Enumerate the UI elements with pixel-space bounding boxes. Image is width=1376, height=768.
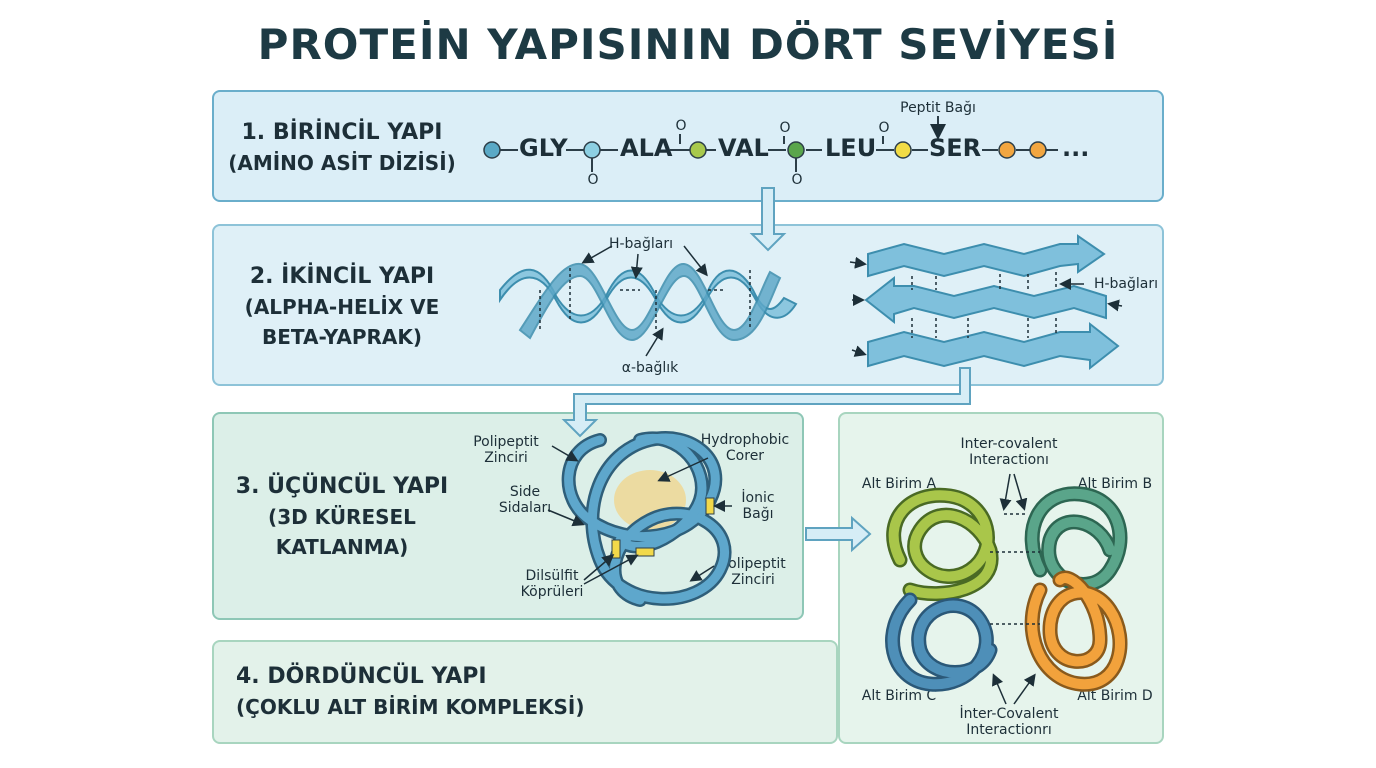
subunit-b bbox=[1024, 486, 1128, 592]
helix-label-arrows bbox=[581, 245, 708, 357]
residue-circle-4 bbox=[787, 141, 805, 159]
amino-acid-circles bbox=[483, 141, 1047, 159]
quaternary-label-arrows bbox=[992, 473, 1036, 705]
sheet-direction-arrows bbox=[849, 256, 1123, 357]
sheet-hbond-lines bbox=[911, 272, 1057, 338]
residue-circle-2 bbox=[583, 141, 601, 159]
subunit-d bbox=[1024, 570, 1128, 692]
tertiary-chain-fill bbox=[564, 433, 730, 605]
sequence-ellipsis: ... bbox=[1062, 134, 1090, 162]
flow-arrows bbox=[561, 187, 971, 553]
subunit-c bbox=[885, 592, 998, 692]
primary-heading-block: 1. BİRİNCİL YAPI (AMİNO ASİT DİZİSİ) bbox=[222, 118, 462, 178]
peptide-bond-label: Peptit Bağı bbox=[900, 100, 976, 116]
tertiary-subheading-1: (3D KÜRESEL bbox=[268, 505, 416, 529]
subunit-a bbox=[886, 487, 999, 602]
secondary-heading-block: 2. İKİNCİL YAPI (ALPHA-HELİX VE BETA-YAP… bbox=[222, 262, 462, 352]
tertiary-label-arrows bbox=[547, 445, 732, 585]
subunit-c-label: Alt Birim C bbox=[861, 688, 937, 704]
beta-sheet bbox=[864, 234, 1120, 371]
secondary-subheading-2: BETA-YAPRAK) bbox=[261, 325, 423, 349]
amino-acid-gly: GLY bbox=[519, 134, 568, 162]
oxygen-label-1: O bbox=[587, 172, 599, 188]
beta-strand-1 bbox=[867, 234, 1106, 278]
tertiary-subheading-2: KATLANMA) bbox=[275, 535, 409, 559]
alpha-bond-label: α-bağlık bbox=[621, 360, 679, 376]
disulfide-bridges-label: Dilsülfit Köprüleri bbox=[520, 568, 584, 600]
residue-circle-3 bbox=[689, 141, 707, 159]
top-interaction-label: Inter-covalent Interactionı bbox=[960, 436, 1058, 468]
side-chains-label: Side Sidaları bbox=[498, 484, 552, 516]
subunit-b-label: Alt Birim B bbox=[1077, 476, 1153, 492]
sheet-hbond-label: H-bağları bbox=[1093, 276, 1159, 292]
oxygen-label-4: O bbox=[791, 172, 803, 188]
residue-circle-6 bbox=[998, 141, 1016, 159]
primary-heading: 1. BİRİNCİL YAPI bbox=[241, 120, 443, 145]
tertiary-heading-block: 3. ÜÇÜNCÜL YAPI (3D KÜRESEL KATLANMA) bbox=[222, 472, 462, 562]
oxygen-label-3: O bbox=[779, 120, 791, 136]
arrow-secondary-to-tertiary bbox=[561, 367, 971, 438]
amino-acid-ala: ALA bbox=[620, 134, 673, 162]
polypeptide-bottom-label: Polipeptit Zinciri bbox=[720, 556, 786, 588]
arrow-tertiary-to-quaternary bbox=[805, 515, 872, 553]
subunit-interaction-lines bbox=[990, 513, 1040, 625]
page-title: PROTEİN YAPISININ DÖRT SEVİYESİ bbox=[257, 20, 1119, 69]
amino-acid-val: VAL bbox=[718, 134, 769, 162]
arrow-primary-to-secondary bbox=[749, 187, 787, 252]
tertiary-heading: 3. ÜÇÜNCÜL YAPI bbox=[235, 474, 449, 499]
primary-subheading: (AMİNO ASİT DİZİSİ) bbox=[228, 151, 456, 175]
secondary-heading: 2. İKİNCİL YAPI bbox=[249, 264, 435, 289]
quaternary-structure-panel bbox=[212, 640, 838, 744]
residue-circle-7 bbox=[1029, 141, 1047, 159]
polypeptide-top-label: Polipeptit Zinciri bbox=[473, 434, 539, 466]
quaternary-subheading: (ÇOKLU ALT BİRİM KOMPLEKSİ) bbox=[236, 695, 585, 719]
disulfide-markers bbox=[611, 497, 715, 559]
oxygen-label-5: O bbox=[878, 120, 890, 136]
oxygen-label-2: O bbox=[675, 118, 687, 134]
ionic-bond-label: İonic Bağı bbox=[741, 490, 775, 522]
disulfide-bond-1 bbox=[611, 539, 621, 559]
quaternary-heading-block: 4. DÖRDÜNCÜL YAPI (ÇOKLU ALT BİRİM KOMPL… bbox=[236, 662, 586, 722]
quaternary-heading: 4. DÖRDÜNCÜL YAPI bbox=[236, 664, 487, 689]
residue-circle-1 bbox=[483, 141, 501, 159]
subunit-a-label: Alt Birim A bbox=[861, 476, 937, 492]
bottom-interaction-label: İnter-Covalent Interactionrı bbox=[959, 706, 1059, 738]
ionic-bond-marker bbox=[705, 497, 715, 515]
alpha-helix bbox=[499, 262, 798, 342]
secondary-subheading-1: (ALPHA-HELİX VE bbox=[244, 295, 440, 319]
helix-hbond-label: H-bağları bbox=[608, 236, 674, 252]
disulfide-bond-2 bbox=[635, 547, 655, 557]
subunit-d-label: Alt Birim D bbox=[1077, 688, 1153, 704]
amino-acid-leu: LEU bbox=[825, 134, 877, 162]
helix-hbond-lines bbox=[539, 268, 751, 330]
hydrophobic-core-label: Hydrophobic Corer bbox=[700, 432, 790, 464]
primary-chain bbox=[500, 116, 1058, 172]
beta-strand-3 bbox=[867, 321, 1120, 371]
residue-circle-5 bbox=[894, 141, 912, 159]
